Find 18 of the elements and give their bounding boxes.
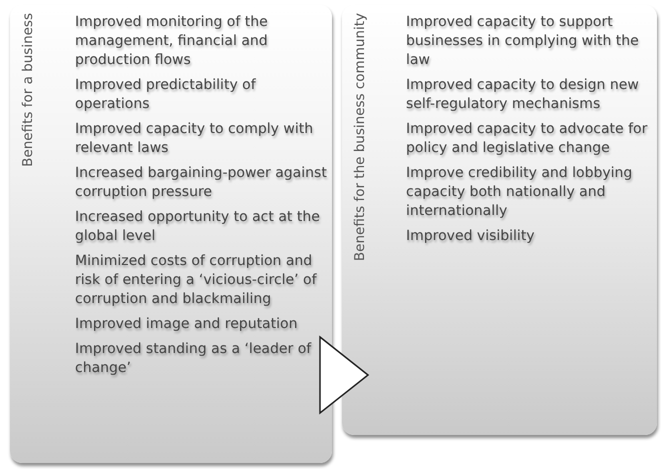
benefit-item: Improved capacity to support businesses in complying with the law — [406, 13, 640, 70]
benefit-item: Improved capacity to design new self-regulatory mechanisms — [406, 76, 640, 114]
benefit-item: Improved capacity to advocate for policy and legislative change — [406, 120, 648, 158]
panel — [342, 5, 657, 435]
panel-heading: Benefits for the business community — [352, 13, 368, 262]
benefit-item: Improved image and reputation — [75, 315, 298, 334]
benefit-item: Improved predictability of operations — [75, 76, 257, 114]
benefit-item: Minimized costs of corruption and risk of entering a ‘vicious-circle’ of corruption and blackmailing — [75, 252, 318, 309]
panel-heading: Benefits for a business — [20, 13, 36, 167]
benefit-item: Improved monitoring of the management, financial and production flows — [75, 13, 269, 70]
benefit-item: Improve credibility and lobbying capacity both nationally and internationally — [406, 164, 634, 221]
panel — [10, 5, 332, 463]
benefit-item: Increased bargaining-power against corruption pressure — [75, 164, 327, 202]
benefit-item: Improved capacity to comply with relevant laws — [75, 120, 314, 158]
chevron-arrow — [319, 335, 370, 415]
benefit-item: Improved visibility — [406, 227, 536, 246]
benefit-item: Improved standing as a ‘leader of change’ — [75, 340, 312, 378]
benefit-item: Increased opportunity to act at the global level — [75, 208, 321, 246]
